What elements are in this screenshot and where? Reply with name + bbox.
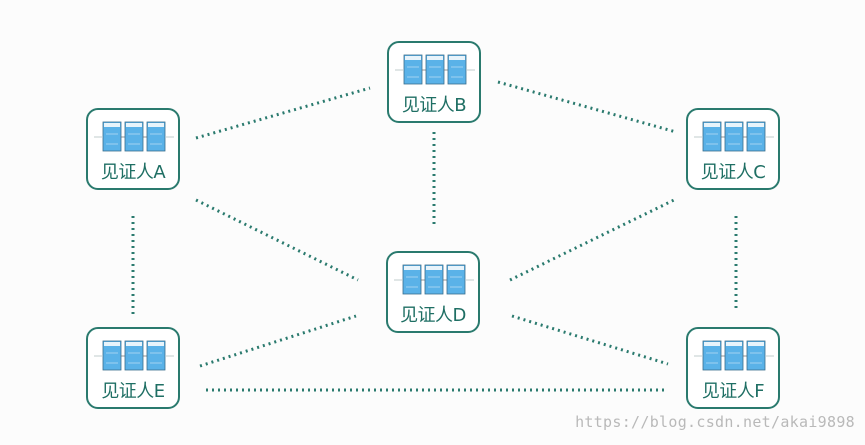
node-label: 见证人E xyxy=(101,381,165,402)
connection-a-b xyxy=(195,86,371,140)
connection-d-e xyxy=(199,314,357,368)
node-witness-f: 见证人F xyxy=(686,327,780,409)
connection-c-d xyxy=(509,198,675,282)
node-witness-b: 见证人B xyxy=(387,41,481,123)
node-witness-c: 见证人C xyxy=(686,108,780,190)
blockchain-icon xyxy=(94,121,174,152)
blockchain-icon xyxy=(94,340,174,371)
node-witness-a: 见证人A xyxy=(86,108,180,190)
node-label: 见证人F xyxy=(701,381,765,402)
blockchain-icon xyxy=(395,54,475,85)
node-witness-e: 见证人E xyxy=(86,327,180,409)
node-label: 见证人B xyxy=(401,95,467,116)
connection-d-f xyxy=(511,314,669,366)
connection-b-c xyxy=(497,80,677,134)
blockchain-icon xyxy=(694,340,774,371)
node-witness-d: 见证人D xyxy=(386,251,480,333)
node-label: 见证人A xyxy=(100,162,166,183)
blockchain-icon xyxy=(694,121,774,152)
node-label: 见证人D xyxy=(400,305,466,326)
blockchain-icon xyxy=(394,264,474,295)
node-label: 见证人C xyxy=(700,162,766,183)
connection-a-d xyxy=(195,198,359,282)
watermark-url: https://blog.csdn.net/akai9898 xyxy=(575,413,855,431)
